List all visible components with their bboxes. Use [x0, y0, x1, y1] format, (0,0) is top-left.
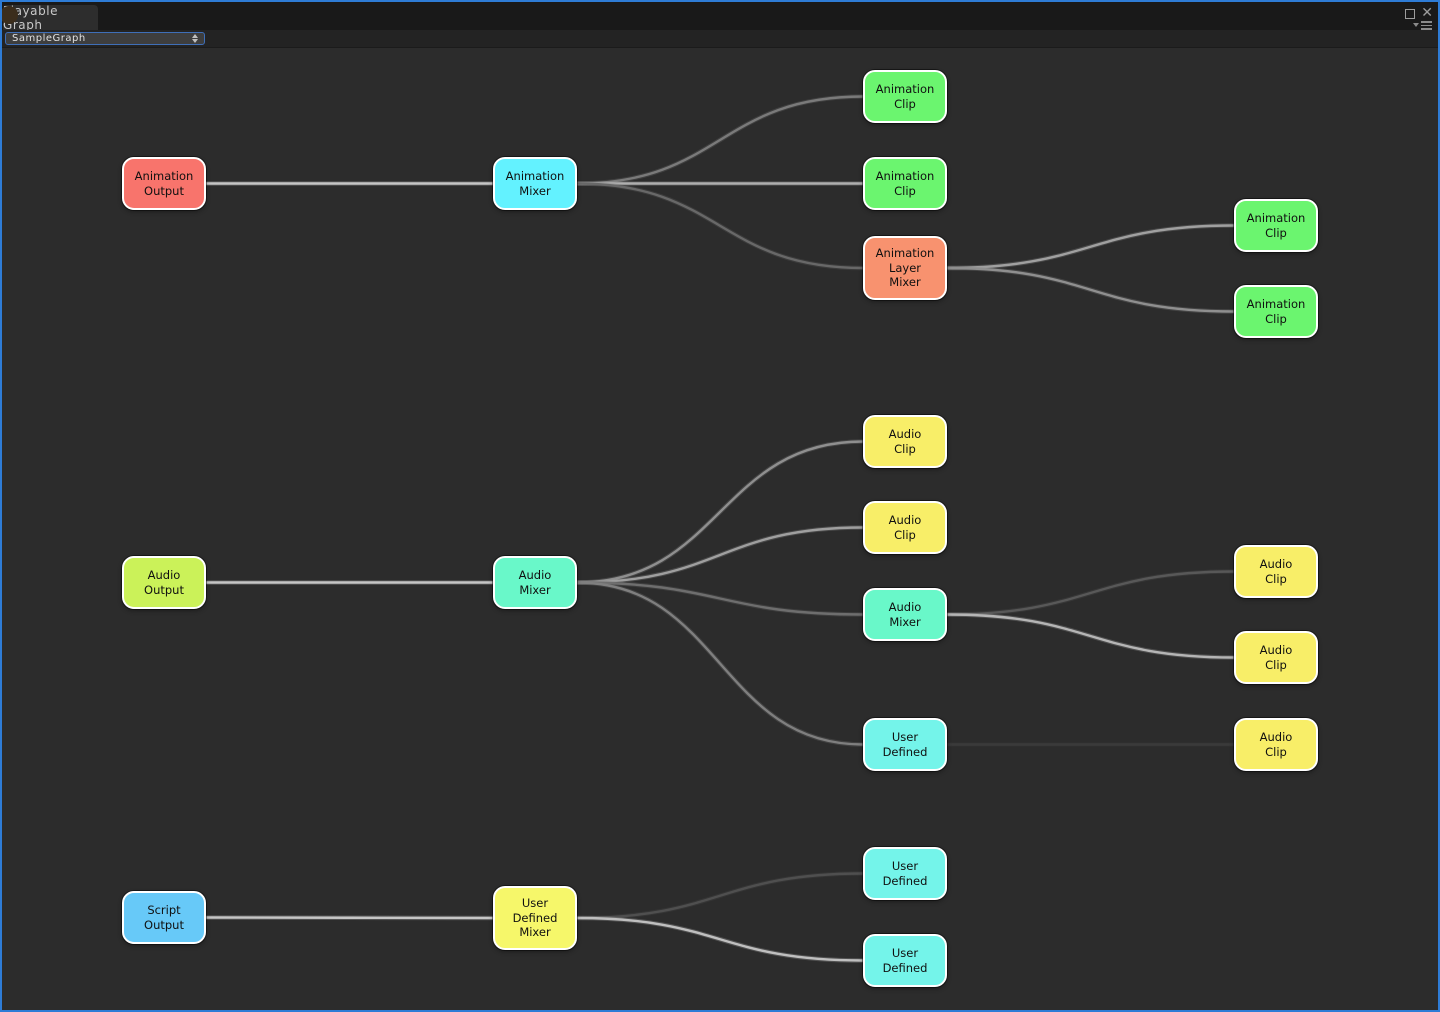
graph-node-animation-clip-1[interactable]: Animation Clip	[863, 70, 947, 123]
graph-edge	[575, 440, 865, 584]
graph-node-user-defined-3[interactable]: User Defined	[863, 934, 947, 987]
node-label: Animation Clip	[1246, 297, 1306, 326]
graph-node-audio-clip-5[interactable]: Audio Clip	[1234, 718, 1318, 771]
tab-bar: Playable Graph ✕	[2, 2, 1438, 32]
graph-selector-value: SampleGraph	[12, 32, 86, 44]
hamburger-icon	[1421, 21, 1432, 30]
node-label: Audio Mixer	[888, 600, 922, 629]
graph-edge	[575, 182, 865, 270]
dropdown-arrows-icon	[192, 33, 198, 43]
graph-edge	[945, 570, 1236, 616]
graph-node-audio-clip-2[interactable]: Audio Clip	[863, 501, 947, 554]
graph-edge	[575, 872, 865, 920]
window-menu-icon[interactable]	[1413, 21, 1432, 30]
graph-edge	[575, 581, 865, 616]
graph-edge	[945, 266, 1236, 313]
graph-edge	[575, 526, 865, 584]
tab-playable-graph[interactable]: Playable Graph	[3, 4, 98, 32]
graph-node-animation-clip-2[interactable]: Animation Clip	[863, 157, 947, 210]
node-label: Animation Layer Mixer	[875, 246, 935, 290]
graph-node-animation-clip-3[interactable]: Animation Clip	[1234, 199, 1318, 252]
node-label: Animation Clip	[875, 82, 935, 111]
caret-down-icon	[1413, 23, 1419, 28]
graph-node-animation-clip-4[interactable]: Animation Clip	[1234, 285, 1318, 338]
graph-node-audio-mixer-2[interactable]: Audio Mixer	[863, 588, 947, 641]
graph-node-script-output[interactable]: Script Output	[122, 891, 206, 944]
node-label: Animation Mixer	[505, 169, 565, 198]
close-icon[interactable]: ✕	[1421, 5, 1433, 21]
node-label: Animation Clip	[875, 169, 935, 198]
graph-node-audio-clip-3[interactable]: Audio Clip	[1234, 545, 1318, 598]
node-label: Audio Clip	[1259, 557, 1293, 586]
graph-node-audio-output[interactable]: Audio Output	[122, 556, 206, 609]
node-label: Animation Clip	[1246, 211, 1306, 240]
graph-edge	[575, 916, 865, 962]
node-label: Audio Clip	[1259, 643, 1293, 672]
graph-node-user-defined-2[interactable]: User Defined	[863, 847, 947, 900]
graph-node-animation-mixer[interactable]: Animation Mixer	[493, 157, 577, 210]
graph-edge	[945, 224, 1236, 270]
node-label: Audio Output	[144, 568, 184, 597]
node-label: Animation Output	[134, 169, 194, 198]
node-label: User Defined	[882, 730, 928, 759]
maximize-icon[interactable]	[1405, 9, 1415, 19]
graph-node-audio-mixer[interactable]: Audio Mixer	[493, 556, 577, 609]
node-label: User Defined	[882, 859, 928, 888]
graph-node-animation-output[interactable]: Animation Output	[122, 157, 206, 210]
node-label: Script Output	[144, 903, 184, 932]
graph-edge	[575, 95, 865, 185]
record-dot-icon	[0, 6, 18, 24]
graph-selector-dropdown[interactable]: SampleGraph	[5, 31, 205, 45]
graph-node-animation-layer-mixer[interactable]: Animation Layer Mixer	[863, 236, 947, 300]
node-label: Audio Clip	[1259, 730, 1293, 759]
node-label: User Defined Mixer	[512, 896, 558, 940]
node-label: Audio Clip	[888, 513, 922, 542]
graph-node-audio-clip-1[interactable]: Audio Clip	[863, 415, 947, 468]
graph-edge	[575, 581, 865, 746]
graph-edge	[204, 916, 495, 920]
toolbar: SampleGraph	[2, 30, 1438, 48]
graph-node-user-defined-mixer[interactable]: User Defined Mixer	[493, 886, 577, 950]
graph-node-user-defined-1[interactable]: User Defined	[863, 718, 947, 771]
node-label: Audio Mixer	[518, 568, 552, 597]
node-label: User Defined	[882, 946, 928, 975]
node-label: Audio Clip	[888, 427, 922, 456]
graph-node-audio-clip-4[interactable]: Audio Clip	[1234, 631, 1318, 684]
graph-edge	[945, 613, 1236, 659]
